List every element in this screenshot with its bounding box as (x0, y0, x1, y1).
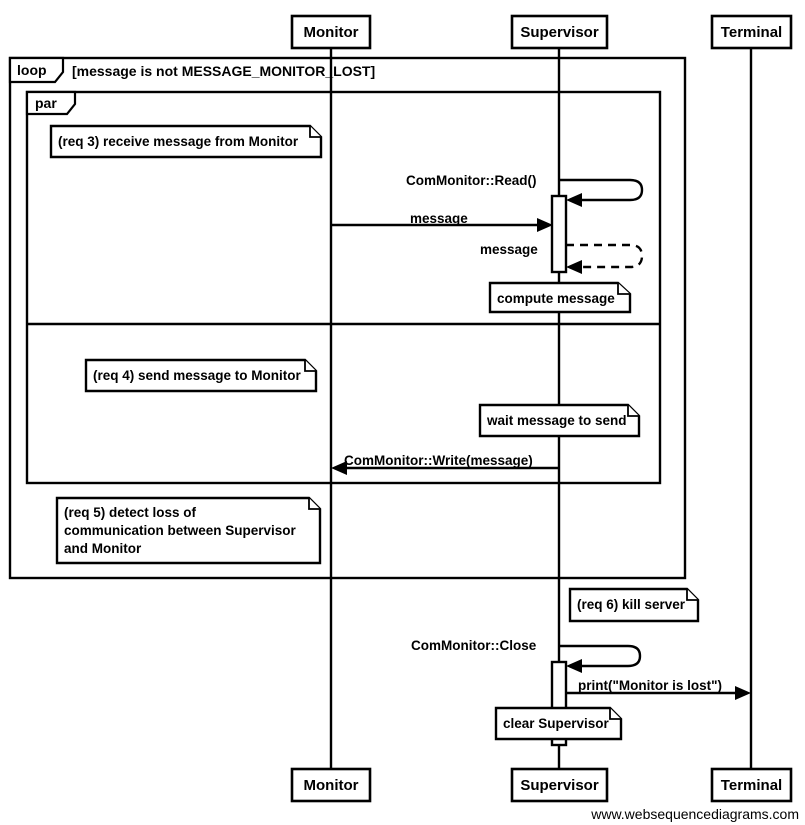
note-clear-supervisor-text: clear Supervisor (503, 716, 609, 731)
note-req4-text: (req 4) send message to Monitor (93, 368, 301, 383)
actor-box-monitor-bottom[interactable] (290, 767, 372, 803)
fragment-par-label: par (35, 95, 57, 111)
actor-label-monitor-top: Monitor (303, 24, 359, 41)
note-req5-box (55, 496, 322, 565)
note-req6-text: (req 6) kill server (577, 597, 686, 612)
fragment-par-tab (25, 90, 77, 116)
fragment-par-frame (25, 90, 662, 485)
note-req4-fold (304, 360, 316, 372)
fragment-loop-condition: [message is not MESSAGE_MONITOR_LOST] (72, 63, 376, 79)
note-req3-text: (req 3) receive message from Monitor (58, 134, 299, 149)
note-req6-fold (686, 589, 698, 601)
actor-label-supervisor-top: Supervisor (520, 24, 599, 41)
actor-label-supervisor-bottom: Supervisor (520, 777, 599, 794)
note-req3-fold (309, 126, 321, 138)
message-message-in-label: message (410, 211, 468, 226)
message-print-label: print("Monitor is lost") (578, 678, 723, 693)
message-close-self-line (559, 644, 642, 668)
message-read-label: ComMonitor::Read() (406, 173, 537, 188)
note-wait-box (478, 403, 641, 438)
note-req4-box (84, 358, 318, 393)
actor-box-supervisor-bottom[interactable] (510, 767, 609, 803)
note-clear-supervisor-fold (609, 708, 621, 720)
message-close-label: ComMonitor::Close (411, 638, 537, 653)
actor-box-terminal-top[interactable] (710, 14, 793, 50)
message-read-self-line (559, 178, 644, 202)
note-wait-fold (627, 405, 639, 417)
fragment-loop-label: loop (17, 62, 47, 78)
note-clear-supervisor-box (494, 706, 623, 741)
note-req3-box (49, 124, 323, 159)
message-message-in-arrowhead (537, 218, 553, 232)
message-print-arrowhead (735, 686, 751, 700)
actor-label-terminal-top: Terminal (720, 24, 783, 41)
note-wait-text: wait message to send (487, 413, 627, 428)
message-close-arrowhead (566, 659, 582, 673)
message-message-ret-arrowhead (566, 260, 582, 274)
actor-label-monitor-bottom: Monitor (303, 777, 359, 794)
actor-label-terminal-bottom: Terminal (720, 777, 783, 794)
activation-supervisor-read (550, 194, 568, 274)
note-req5-fold (308, 498, 320, 510)
note-req5-text-line2: communication between Supervisor (64, 523, 296, 538)
fragment-loop-frame (8, 56, 687, 580)
note-req5-text-line3: and Monitor (64, 541, 142, 556)
message-read-arrowhead (566, 193, 582, 207)
message-write-arrowhead (331, 461, 347, 475)
message-message-ret-label: message (480, 242, 538, 257)
message-write-label: ComMonitor::Write(message) (344, 453, 533, 468)
actor-box-monitor-top[interactable] (290, 14, 372, 50)
note-req5-text-line1: (req 5) detect loss of (64, 505, 197, 520)
note-req6-box (568, 587, 700, 623)
actor-box-supervisor-top[interactable] (510, 14, 609, 50)
actor-box-terminal-bottom[interactable] (710, 767, 793, 803)
note-compute-message-fold (617, 283, 630, 295)
fragment-loop-tab (8, 56, 65, 84)
footer-watermark: www.websequencediagrams.com (591, 806, 799, 822)
note-compute-message-text: compute message (497, 291, 615, 306)
note-compute-message-box (488, 281, 632, 314)
